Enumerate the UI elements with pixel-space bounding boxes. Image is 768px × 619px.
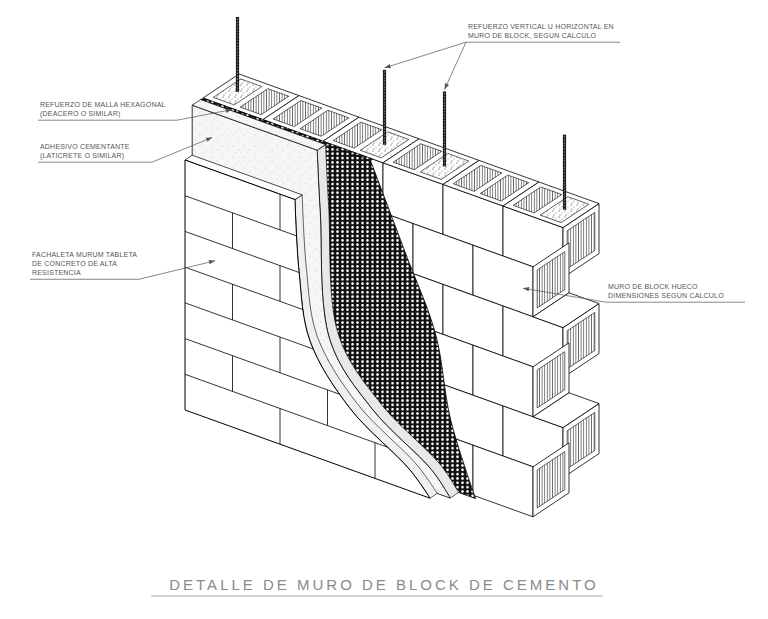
leader-arrowhead	[225, 109, 231, 113]
rebar	[443, 91, 446, 166]
facade-face	[185, 160, 430, 498]
tile-joint	[375, 371, 376, 407]
block-cavity	[537, 452, 565, 508]
rebar-ribs	[444, 91, 445, 166]
tile-joint	[232, 284, 233, 320]
tile-joint	[422, 281, 423, 317]
tile-joint	[280, 337, 281, 373]
tile-joint	[280, 194, 281, 230]
leader-line	[445, 42, 467, 89]
rebar-ribs	[384, 70, 385, 145]
tile-joint	[375, 228, 376, 264]
block-top	[503, 182, 599, 228]
leader-line	[139, 261, 215, 279]
block-top	[533, 393, 599, 428]
tile-joint	[327, 247, 328, 283]
tile-joint	[185, 267, 485, 375]
tile-joint	[185, 303, 485, 411]
tile-joint	[280, 408, 281, 444]
leader-arrowhead	[206, 137, 212, 141]
tile-joint	[327, 318, 328, 354]
block-top	[533, 293, 599, 328]
drawing-title: DETALLE DE MURO DE BLOCK DE CEMENTO	[169, 576, 599, 593]
tile-joint	[185, 196, 485, 304]
rebar	[563, 135, 566, 210]
tile-joint	[375, 443, 376, 479]
tile-joint	[422, 424, 423, 460]
title-block: DETALLE DE MURO DE BLOCK DE CEMENTO	[0, 576, 768, 594]
block-face	[473, 445, 533, 517]
block-end-face	[533, 443, 569, 517]
leader-arrowhead	[445, 83, 449, 89]
label-underline	[38, 120, 177, 121]
facade-tiles	[185, 160, 485, 513]
leader-line	[177, 110, 232, 121]
tile-joint	[470, 405, 471, 441]
callout-label: REFUERZO VERTICAL U HORIZONTAL EN MURO D…	[468, 22, 618, 40]
leader-line	[385, 42, 467, 68]
tile-joint	[232, 213, 233, 249]
tile-joint	[185, 231, 485, 339]
facade-outline	[185, 160, 430, 498]
title-underline	[151, 596, 603, 597]
leader-line	[152, 137, 212, 162]
tile-joint	[470, 263, 471, 299]
label-underline	[466, 42, 620, 43]
tile-joint	[422, 353, 423, 389]
rebar-ribs	[237, 17, 238, 92]
wall-group	[185, 17, 599, 517]
tile-joint	[470, 334, 471, 370]
tile-joint	[327, 390, 328, 426]
tile-joint	[470, 477, 471, 513]
label-underline	[38, 162, 152, 163]
leader-arrowhead	[209, 260, 215, 264]
tile-joint	[185, 339, 485, 447]
leader-arrowhead	[385, 64, 391, 68]
callout-label: ADHESIVO CEMENTANTE (LATICRETE O SIMILAR…	[40, 142, 150, 160]
leader-line	[523, 288, 606, 302]
label-underline	[30, 279, 139, 280]
adhesive-top	[192, 100, 325, 151]
leader-arrowhead	[523, 287, 529, 291]
tile-joint	[375, 300, 376, 336]
tile-joint	[280, 266, 281, 302]
label-underline	[606, 302, 745, 303]
rebar	[236, 17, 239, 92]
callout-label: MURO DE BLOCK HUECO DIMENSIONES SEGUN CA…	[608, 282, 743, 300]
tile-joint	[232, 356, 233, 392]
callout-label: REFUERZO DE MALLA HEXAGONAL (DEACERO O S…	[40, 100, 175, 118]
callout-label: FACHALETA MURUM TABLETA DE CONCRETO DE A…	[32, 250, 137, 277]
rebar	[383, 70, 386, 145]
tile-joint	[185, 374, 485, 482]
rebar-ribs	[564, 135, 565, 210]
